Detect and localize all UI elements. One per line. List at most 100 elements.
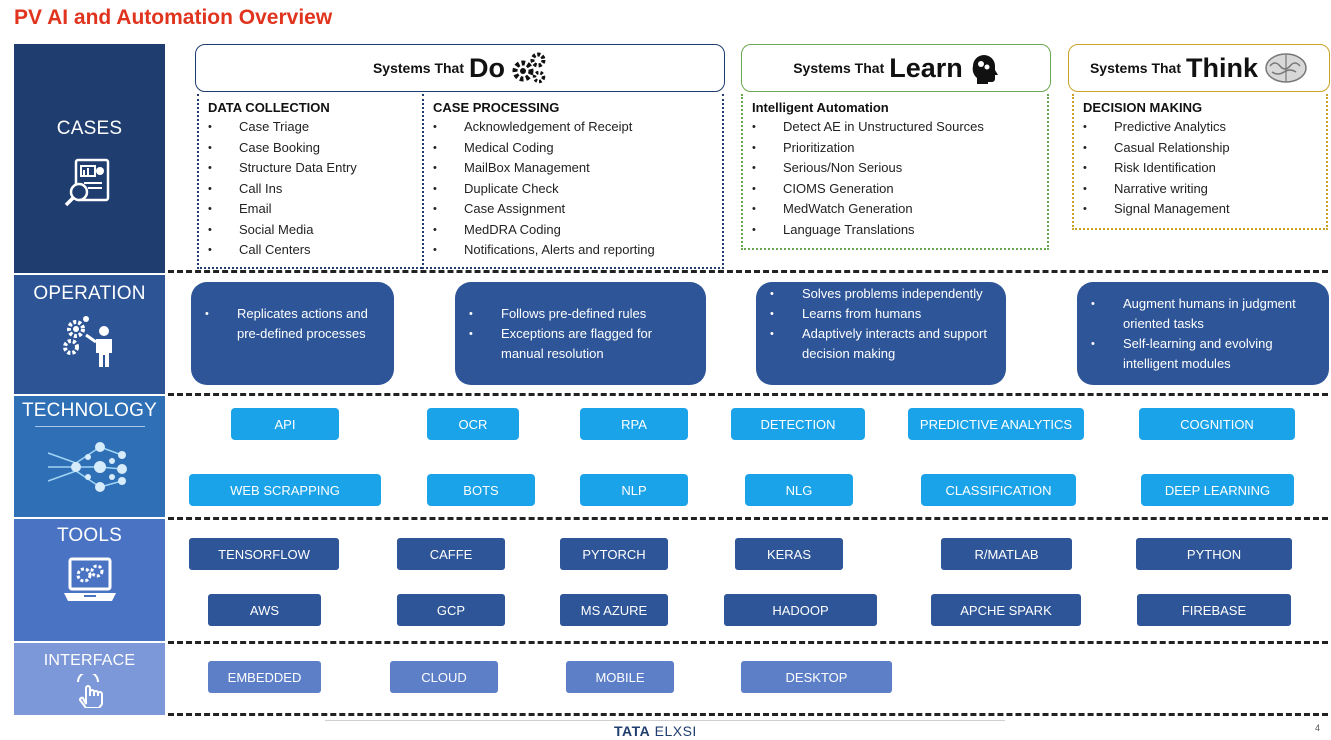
tool-chip-hadoop: HADOOP xyxy=(724,594,877,626)
section-divider xyxy=(168,270,1328,273)
brand-bold: TATA xyxy=(614,723,651,739)
systems-that-think-header: Systems That Think xyxy=(1068,44,1330,92)
section-technology-label: TECHNOLOGY xyxy=(21,400,158,421)
interface-chip-desktop: DESKTOP xyxy=(741,661,892,693)
systems-that-learn-header: Systems That Learn xyxy=(741,44,1051,92)
interface-chip-mobile: MOBILE xyxy=(566,661,674,693)
operation-box-think: Augment humans in judgment oriented task… xyxy=(1077,282,1329,385)
section-operation: OPERATION xyxy=(14,275,165,394)
divider xyxy=(34,426,145,427)
list-item: Augment humans in judgment oriented task… xyxy=(1089,294,1317,334)
list-item: Casual Relationship xyxy=(1083,138,1326,159)
section-tools-label: TOOLS xyxy=(56,525,123,546)
tool-chip-r-matlab: R/MATLAB xyxy=(941,538,1072,570)
section-divider xyxy=(168,641,1328,644)
data-collection-heading: DATA COLLECTION xyxy=(208,100,330,115)
systems-think-word: Think xyxy=(1186,52,1259,83)
brand-logo: TATA ELXSI xyxy=(614,723,697,739)
section-divider xyxy=(168,393,1328,396)
tech-chip-detection: DETECTION xyxy=(731,408,865,440)
case-processing-heading: CASE PROCESSING xyxy=(433,100,560,115)
tech-chip-web-scrapping: WEB SCRAPPING xyxy=(189,474,381,506)
interface-chip-embedded: EMBEDDED xyxy=(208,661,321,693)
list-item: Social Media xyxy=(208,220,422,241)
list-item: Case Triage xyxy=(208,117,422,138)
case-processing-panel: CASE PROCESSING Acknowledgement of Recei… xyxy=(422,94,724,269)
tool-chip-python: PYTHON xyxy=(1136,538,1292,570)
page-number: 4 xyxy=(1315,723,1321,733)
tech-chip-cognition: COGNITION xyxy=(1139,408,1295,440)
systems-that-do-header: Systems That Do xyxy=(195,44,725,92)
tech-chip-nlp: NLP xyxy=(580,474,688,506)
systems-do-word: Do xyxy=(469,52,506,83)
operation-box-do-1: Replicates actions and pre-defined proce… xyxy=(191,282,394,385)
section-divider xyxy=(168,713,1328,716)
list-item: Serious/Non Serious xyxy=(752,158,1047,179)
tool-chip-firebase: FIREBASE xyxy=(1137,594,1291,626)
list-item: CIOMS Generation xyxy=(752,179,1047,200)
list-item: Follows pre-defined rules xyxy=(467,304,694,324)
tech-chip-classification: CLASSIFICATION xyxy=(921,474,1076,506)
list-item: Notifications, Alerts and reporting xyxy=(433,240,722,261)
tech-chip-deep-learning: DEEP LEARNING xyxy=(1141,474,1294,506)
decision-making-heading: DECISION MAKING xyxy=(1083,100,1203,115)
tool-chip-gcp: GCP xyxy=(397,594,505,626)
list-item: Predictive Analytics xyxy=(1083,117,1326,138)
list-item: Learns from humans xyxy=(768,304,994,324)
tool-chip-tensorflow: TENSORFLOW xyxy=(189,538,339,570)
tech-chip-ocr: OCR xyxy=(427,408,519,440)
list-item: Adaptively interacts and support decisio… xyxy=(768,324,994,364)
touch-hand-icon xyxy=(76,674,103,708)
tool-chip-aws: AWS xyxy=(208,594,321,626)
section-technology: TECHNOLOGY xyxy=(14,396,165,517)
decision-making-panel: DECISION MAKING Predictive Analytics Cas… xyxy=(1072,94,1328,230)
section-operation-label: OPERATION xyxy=(33,283,146,304)
section-tools: TOOLS xyxy=(14,519,165,641)
systems-learn-word: Learn xyxy=(889,52,963,83)
list-item: Acknowledgement of Receipt xyxy=(433,117,722,138)
laptop-gears-icon xyxy=(63,557,116,601)
footer-rule xyxy=(325,720,1005,721)
list-item: Duplicate Check xyxy=(433,179,722,200)
tool-chip-keras: KERAS xyxy=(735,538,843,570)
list-item: MailBox Management xyxy=(433,158,722,179)
tool-chip-pytorch: PYTORCH xyxy=(560,538,668,570)
tech-chip-api: API xyxy=(231,408,339,440)
list-item: Language Translations xyxy=(752,220,1047,241)
gears-icon xyxy=(512,52,546,84)
systems-do-prefix: Systems That xyxy=(372,60,465,76)
tech-chip-nlg: NLG xyxy=(745,474,853,506)
tool-chip-apche-spark: APCHE SPARK xyxy=(931,594,1081,626)
list-item: Detect AE in Unstructured Sources xyxy=(752,117,1047,138)
list-item: MedWatch Generation xyxy=(752,199,1047,220)
list-item: Medical Coding xyxy=(433,138,722,159)
list-item: Self-learning and evolving intelligent m… xyxy=(1089,334,1317,374)
list-item: Signal Management xyxy=(1083,199,1326,220)
list-item: MedDRA Coding xyxy=(433,220,722,241)
intelligent-automation-panel: Intelligent Automation Detect AE in Unst… xyxy=(741,94,1049,250)
list-item: Structure Data Entry xyxy=(208,158,422,179)
document-search-icon xyxy=(64,158,109,207)
list-item: Prioritization xyxy=(752,138,1047,159)
list-item: Email xyxy=(208,199,422,220)
systems-learn-prefix: Systems That xyxy=(793,60,885,76)
tech-chip-bots: BOTS xyxy=(427,474,535,506)
list-item: Case Booking xyxy=(208,138,422,159)
tool-chip-caffe: CAFFE xyxy=(397,538,505,570)
list-item: Case Assignment xyxy=(433,199,722,220)
list-item: Call Ins xyxy=(208,179,422,200)
section-cases: CASES xyxy=(14,44,165,273)
tech-chip-rpa: RPA xyxy=(580,408,688,440)
list-item: Solves problems independently xyxy=(768,284,994,304)
data-collection-panel: DATA COLLECTION Case Triage Case Booking… xyxy=(197,94,422,269)
systems-think-prefix: Systems That xyxy=(1089,60,1182,76)
operation-box-learn: Solves problems independently Learns fro… xyxy=(756,282,1006,385)
page-title: PV AI and Automation Overview xyxy=(14,6,333,29)
tech-chip-predictive-analytics: PREDICTIVE ANALYTICS xyxy=(908,408,1084,440)
tool-chip-ms-azure: MS AZURE xyxy=(560,594,668,626)
list-item: Risk Identification xyxy=(1083,158,1326,179)
section-interface: INTERFACE xyxy=(14,643,165,715)
network-head-icon xyxy=(47,442,127,492)
brand-rest: ELXSI xyxy=(650,723,697,739)
section-cases-label: CASES xyxy=(56,118,123,139)
